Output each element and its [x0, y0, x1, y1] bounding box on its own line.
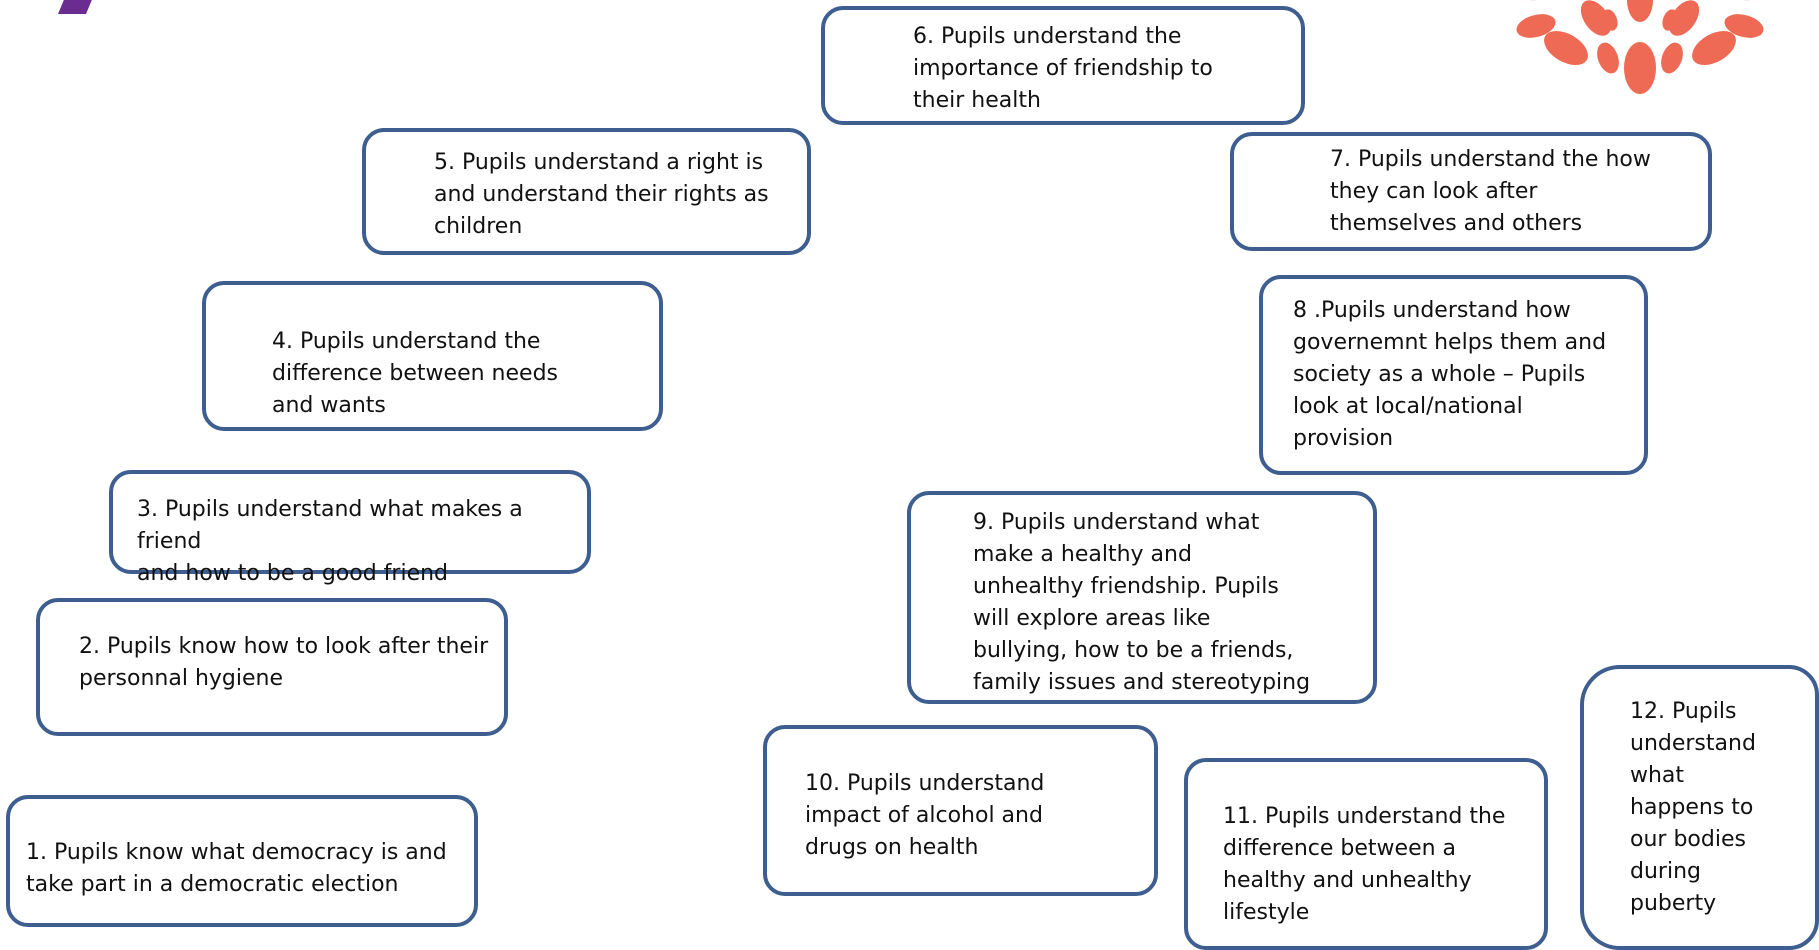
step-text-2: 2. Pupils know how to look after their p…	[79, 634, 489, 691]
purple-logo-mark-icon	[58, 0, 92, 14]
step-text-12: 12. Pupils understand what happens to ou…	[1630, 699, 1756, 916]
step-text-7: 7. Pupils understand the how they can lo…	[1330, 147, 1651, 236]
step-box-9: 9. Pupils understand what make a healthy…	[907, 491, 1377, 704]
step-box-6: 6. Pupils understand the importance of f…	[821, 6, 1305, 125]
step-text-4: 4. Pupils understand the difference betw…	[272, 329, 558, 418]
step-text-9: 9. Pupils understand what make a healthy…	[973, 510, 1311, 695]
step-box-10: 10. Pupils understand impact of alcohol …	[763, 725, 1158, 896]
step-box-4: 4. Pupils understand the difference betw…	[202, 281, 663, 431]
step-box-1: 1. Pupils know what democracy is and tak…	[6, 795, 478, 927]
step-box-12: 12. Pupils understand what happens to ou…	[1580, 665, 1819, 950]
step-box-7: 7. Pupils understand the how they can lo…	[1230, 132, 1712, 251]
step-text-5: 5. Pupils understand a right is and unde…	[434, 150, 769, 239]
step-text-8: 8 .Pupils understand how governemnt help…	[1293, 298, 1607, 451]
step-text-11: 11. Pupils understand the difference bet…	[1223, 804, 1506, 925]
step-box-11: 11. Pupils understand the difference bet…	[1184, 758, 1548, 950]
step-text-10: 10. Pupils understand impact of alcohol …	[805, 771, 1045, 860]
step-box-5: 5. Pupils understand a right is and unde…	[362, 128, 811, 255]
step-box-2: 2. Pupils know how to look after their p…	[36, 598, 508, 736]
step-text-1: 1. Pupils know what democracy is and tak…	[26, 840, 447, 897]
coral-sun-logo-icon	[1508, 0, 1772, 94]
step-box-8: 8 .Pupils understand how governemnt help…	[1259, 275, 1648, 475]
step-text-3: 3. Pupils understand what makes a friend…	[137, 497, 523, 586]
step-box-3: 3. Pupils understand what makes a friend…	[109, 470, 591, 586]
step-text-6: 6. Pupils understand the importance of f…	[913, 24, 1213, 113]
